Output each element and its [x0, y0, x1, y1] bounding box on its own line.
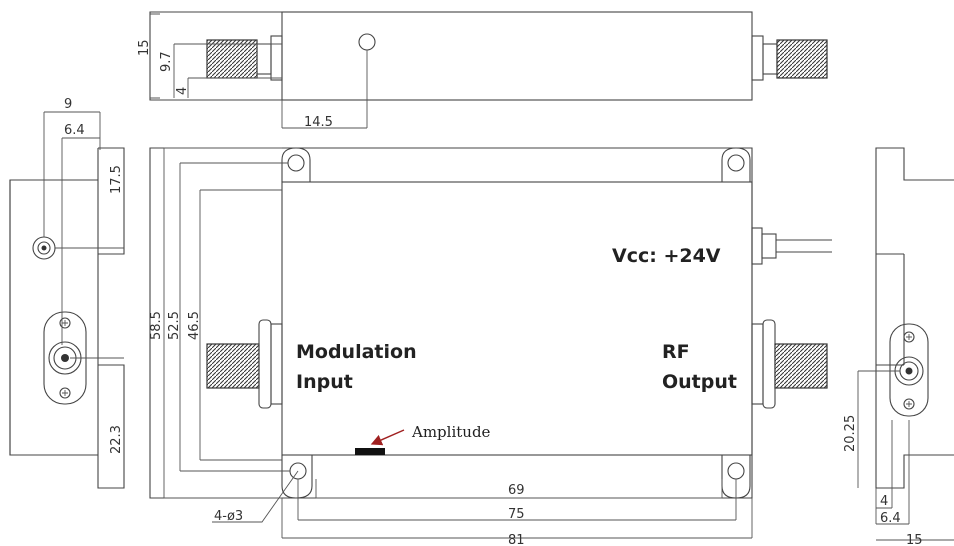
- mount-ear-tr: [721, 147, 751, 182]
- amplitude-arrow-icon: [370, 429, 405, 446]
- main-flange-plate: [282, 147, 753, 499]
- right-side-sma-flange-icon: [889, 323, 929, 417]
- dim-right-15: 15: [906, 533, 923, 546]
- power-feed-icon: [751, 227, 832, 265]
- right-side-view: 20.25 4 6.4 15: [843, 147, 954, 546]
- dim-top-9-7: 9.7: [159, 51, 174, 72]
- top-left-sma-connector-icon: [206, 35, 283, 81]
- dim-top-15: 15: [137, 39, 152, 56]
- dim-main-52-5: 52.5: [167, 311, 182, 340]
- modulation-label-line2: Input: [296, 371, 353, 393]
- top-view-mount-hole: [358, 33, 376, 51]
- left-side-view: 9 6.4 17.5 22.3: [9, 97, 125, 489]
- dim-top-14-5: 14.5: [304, 115, 333, 130]
- rf-output-label-line2: Output: [662, 371, 737, 393]
- dim-main-75: 75: [508, 507, 525, 522]
- dim-left-17-5: 17.5: [109, 165, 124, 194]
- top-view-body: [281, 11, 753, 101]
- dim-main-69: 69: [508, 483, 525, 498]
- dim-right-20-25: 20.25: [843, 415, 858, 452]
- holes-callout: 4-ø3: [214, 509, 243, 524]
- dim-right-6-4: 6.4: [880, 511, 901, 526]
- mount-ear-bl: [281, 455, 313, 499]
- dim-main-46-5: 46.5: [187, 311, 202, 340]
- dim-left-6-4: 6.4: [64, 123, 85, 138]
- top-right-sma-connector-icon: [751, 35, 828, 81]
- dim-main-58-5: 58.5: [149, 311, 164, 340]
- dim-main-81: 81: [508, 533, 525, 546]
- dim-left-22-3: 22.3: [109, 425, 124, 454]
- mount-ear-tl: [281, 147, 311, 182]
- dim-right-4: 4: [880, 494, 888, 509]
- modulation-label-line1: Modulation: [296, 341, 417, 363]
- dim-left-9: 9: [64, 97, 72, 112]
- modulation-input-connector-icon: [206, 319, 283, 409]
- right-side-body: [875, 147, 954, 489]
- vcc-label: Vcc: +24V: [612, 245, 721, 267]
- amplitude-potentiometer-icon: [355, 448, 385, 455]
- main-body: [281, 181, 753, 456]
- rf-output-label-line1: RF: [662, 341, 690, 363]
- main-view: Vcc: +24V Modulation Input RF Output Amp…: [149, 147, 832, 546]
- top-view: 15 9.7 4 14.5: [137, 11, 828, 130]
- rf-output-connector-icon: [751, 319, 828, 409]
- top-view-flange: [149, 11, 282, 101]
- left-side-small-connector-icon: [32, 236, 56, 260]
- dim-top-4: 4: [175, 87, 190, 95]
- amplitude-label: Amplitude: [411, 423, 491, 441]
